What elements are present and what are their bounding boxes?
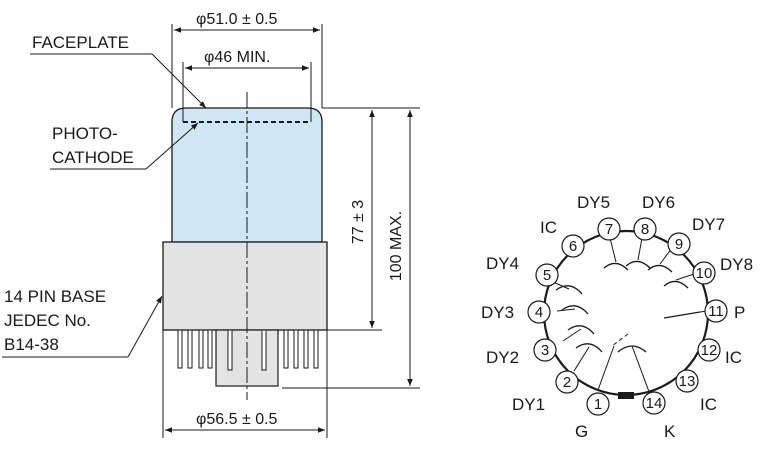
side-view: φ51.0 ± 0.5 φ46 MIN. φ56.5 ± 0.5 77 ± 3 … [2, 11, 420, 438]
pin-4-name: DY3 [481, 303, 514, 322]
pin-number: 5 [543, 267, 551, 284]
pin-7-name: DY5 [577, 193, 610, 212]
faceplate-min-label: φ46 MIN. [204, 49, 270, 66]
pin-10-name: DY8 [720, 255, 753, 274]
pin-number: 4 [535, 304, 543, 321]
pin-4: 4 [527, 300, 551, 324]
pin-number: 9 [675, 236, 683, 253]
pin-9: 9 [667, 232, 691, 256]
top-diameter-label: φ51.0 ± 0.5 [196, 11, 278, 28]
pin-12-name: IC [725, 348, 742, 367]
pin-13: 13 [675, 369, 699, 393]
pin-1-name: G [575, 422, 588, 441]
pin-5: 5 [535, 263, 559, 287]
pin-8: 8 [633, 217, 657, 241]
pin-3-name: DY2 [486, 348, 519, 367]
pin-13-name: IC [700, 395, 717, 414]
faceplate-label: FACEPLATE [32, 33, 129, 52]
pin-12: 12 [697, 338, 721, 362]
base-body [162, 241, 328, 331]
pin-number: 10 [696, 265, 713, 282]
pin-2-name: DY1 [512, 395, 545, 414]
pin-number: 2 [563, 374, 571, 391]
pin-leads [552, 237, 708, 398]
height-max-label: 100 MAX. [388, 211, 405, 281]
pin-9-name: DY7 [692, 215, 725, 234]
pin-6: 6 [561, 234, 585, 258]
pin-number: 13 [679, 373, 696, 390]
photocathode-label-line2: CATHODE [52, 148, 134, 167]
base-pins [177, 329, 319, 369]
pin-5-name: DY4 [486, 254, 519, 273]
pin-number: 8 [641, 221, 649, 238]
pin-number: 12 [701, 342, 718, 359]
height-body-label: 77 ± 3 [350, 200, 367, 244]
key-pins [227, 329, 267, 371]
pin-number: 6 [569, 238, 577, 255]
pin-3: 3 [533, 338, 557, 362]
pin-10: 10 [692, 261, 716, 285]
pin-11-name: P [734, 303, 745, 322]
pin-8-name: DY6 [642, 193, 675, 212]
base-label-line3: B14-38 [4, 335, 59, 354]
pin-number: 3 [541, 342, 549, 359]
pin-1: 1 [586, 392, 610, 416]
pin-number: 11 [708, 303, 724, 320]
key-mark [618, 392, 634, 399]
pin-7: 7 [597, 217, 621, 241]
base-label-line1: 14 PIN BASE [4, 287, 106, 306]
pin-14-name: K [664, 422, 676, 441]
base-label-line2: JEDEC No. [4, 311, 91, 330]
base-diameter-label: φ56.5 ± 0.5 [196, 411, 278, 428]
pin-11: 11 [704, 299, 728, 323]
pin-2: 2 [555, 370, 579, 394]
dynode-arcs [555, 260, 701, 353]
pin-14: 14 [642, 391, 666, 415]
pin-number: 14 [646, 395, 663, 412]
photocathode-label-line1: PHOTO- [52, 124, 118, 143]
pin-6-name: IC [540, 218, 557, 237]
pin-number: 7 [605, 221, 613, 238]
pin-diagram: 1 2 3 4 5 6 7 8 [481, 193, 753, 441]
pin-number: 1 [594, 396, 602, 413]
